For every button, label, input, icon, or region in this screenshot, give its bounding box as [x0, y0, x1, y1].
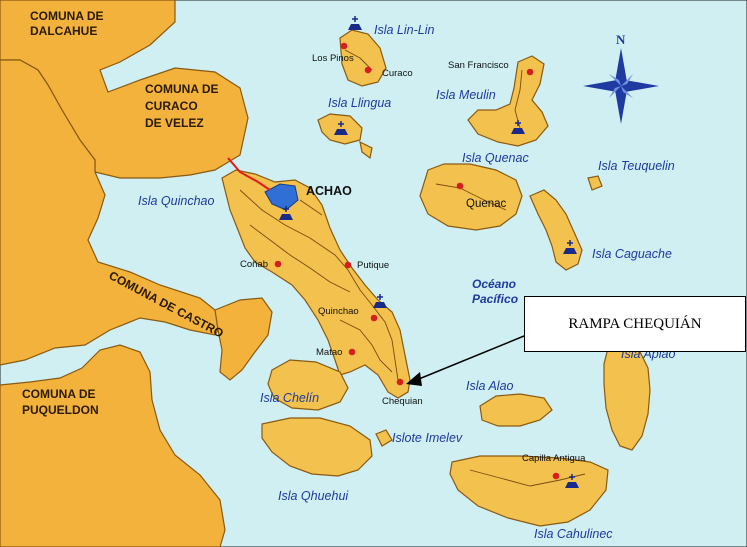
callout-rampa-chequian: RAMPA CHEQUIÁN — [524, 296, 746, 352]
road — [299, 199, 323, 216]
town-dot — [364, 66, 372, 74]
island-label-teuquelin: Isla Teuquelin — [598, 159, 675, 173]
road — [239, 189, 399, 381]
island-label-lin-lin: Isla Lin-Lin — [374, 23, 434, 37]
island-quenac — [419, 163, 523, 231]
church-icon — [348, 16, 362, 30]
island-label-caguache: Isla Caguache — [592, 247, 672, 261]
island-label-quenac: Isla Quenac — [462, 151, 529, 165]
church-icon — [279, 206, 293, 220]
town-dot — [526, 68, 534, 76]
town-label-capilla-antigua: Capilla Antigua — [522, 453, 586, 464]
road — [249, 224, 351, 293]
town-label-curaco: Curaco — [382, 68, 413, 79]
town-dot — [456, 182, 464, 190]
mainland-south — [0, 344, 226, 547]
road — [469, 469, 586, 487]
island-imelev — [375, 429, 393, 447]
church-icon — [373, 294, 387, 308]
island-apiao — [603, 343, 651, 451]
ocean-label-line2: Pacífico — [472, 292, 518, 306]
road — [514, 69, 523, 129]
achao-lake — [264, 183, 299, 211]
island-teuquelin — [587, 175, 603, 191]
island-meulin — [467, 55, 549, 147]
island-label-imelev: Islote Imelev — [392, 431, 463, 445]
comuna-puqueldon-line1: COMUNA DE — [22, 387, 96, 401]
island-chelin — [267, 359, 349, 411]
town-label-matao: Matao — [316, 347, 342, 358]
island-cahulinec — [449, 455, 609, 527]
mainland-south-west — [0, 59, 226, 366]
comuna-dalcahue-line2: DALCAHUE — [30, 24, 97, 38]
island-quehui — [261, 417, 373, 477]
town-dot — [552, 472, 560, 480]
callout-arrow — [406, 335, 525, 386]
comuna-curaco-line3: DE VELEZ — [145, 116, 204, 130]
town-label-san-francisco: San Francisco — [448, 60, 509, 71]
island-quinchao — [221, 169, 411, 399]
island-alao — [479, 393, 553, 427]
road — [339, 319, 393, 373]
church-icon — [563, 240, 577, 254]
town-dot — [274, 260, 282, 268]
town-dot — [340, 42, 348, 50]
island-label-quehui: Isla Qhuehui — [278, 489, 349, 503]
comuna-puqueldon-line2: PUQUELDON — [22, 403, 99, 417]
mainland-peninsula — [214, 297, 273, 381]
church-icon — [511, 120, 525, 134]
island-label-meulin: Isla Meulin — [436, 88, 496, 102]
town-label-quinchao: Quinchao — [318, 306, 359, 317]
comuna-curaco-line2: CURACO — [145, 99, 198, 113]
town-label-achao: ACHAO — [306, 184, 352, 198]
island-label-quinchao: Isla Quinchao — [138, 194, 214, 208]
town-label-los-pinos: Los Pinos — [312, 53, 354, 64]
town-dot — [396, 378, 404, 386]
town-dot — [344, 261, 352, 269]
ocean-label-line1: Océano — [472, 277, 516, 291]
boundary-line — [227, 157, 271, 191]
church-icon — [565, 474, 579, 488]
compass-rose-icon: N — [583, 32, 659, 124]
town-dot — [370, 314, 378, 322]
comuna-curaco-line1: COMUNA DE — [145, 82, 219, 96]
compass-north-label: N — [616, 32, 626, 47]
island-llingua-tip — [359, 140, 373, 160]
island-label-cahulinec: Isla Cahulinec — [534, 527, 613, 541]
island-label-llingua: Isla Llingua — [328, 96, 391, 110]
road — [344, 49, 373, 71]
comuna-dalcahue-line1: COMUNA DE — [30, 9, 104, 23]
town-label-quenac: Quenac — [466, 198, 507, 210]
road — [435, 183, 507, 211]
island-label-alao: Isla Alao — [466, 379, 514, 393]
church-icon — [334, 121, 348, 135]
town-label-chequian: Chequian — [382, 396, 423, 407]
town-label-conab: Coñab — [240, 259, 268, 270]
island-lin-lin — [339, 29, 387, 87]
town-dot — [348, 348, 356, 356]
town-label-putique: Putique — [357, 260, 389, 271]
island-label-chelin: Isla Chelín — [260, 391, 319, 405]
